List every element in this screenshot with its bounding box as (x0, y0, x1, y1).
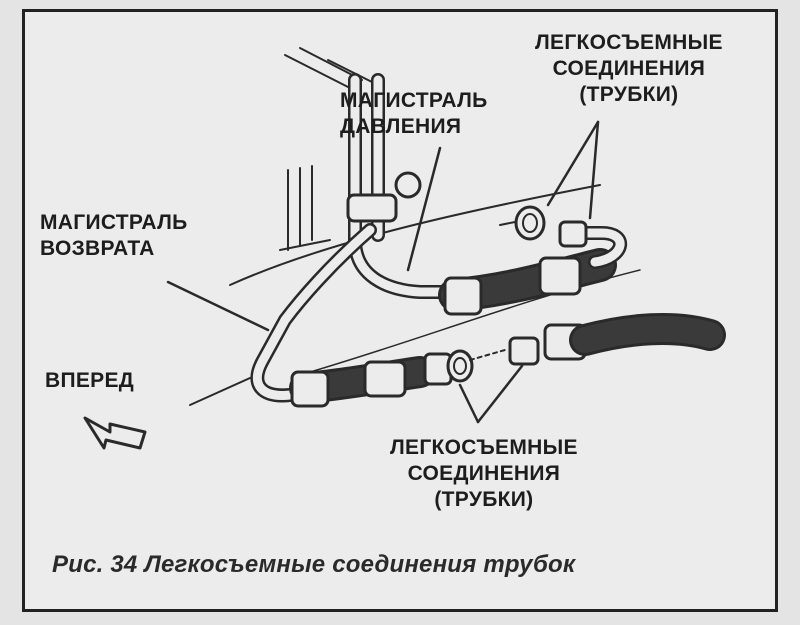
figure-frame (22, 9, 778, 612)
bracket-outline (287, 165, 313, 251)
leader-bottom-1 (458, 383, 480, 424)
bottom-quick-connector-1 (446, 349, 474, 383)
figure-caption: Рис. 34 Легкосъемные соединения трубок (52, 551, 576, 578)
top-quick-connector-2 (558, 220, 588, 248)
engine-outline (229, 184, 601, 286)
engine-edge (189, 377, 251, 406)
dashed-axis (469, 349, 506, 361)
clamp (346, 193, 398, 223)
label-top-connections: ЛЕГКОСЪЕМНЫЕ СОЕДИНЕНИЯ (ТРУБКИ) (535, 31, 723, 106)
label-bottom-connections: ЛЕГКОСЪЕМНЫЕ СОЕДИНЕНИЯ (ТРУБКИ) (390, 436, 578, 511)
upper-ferrule-2 (538, 256, 582, 296)
bracket-base (279, 239, 331, 251)
leader-return (166, 280, 270, 332)
label-pressure-line: МАГИСТРАЛЬ ДАВЛЕНИЯ (340, 89, 488, 138)
leader-top-2 (588, 120, 600, 220)
clamp-bolt (394, 171, 422, 199)
label-forward: ВПЕРЕД (45, 369, 135, 392)
bottom-quick-connector-2 (508, 336, 540, 366)
top-quick-connector-1 (514, 205, 546, 241)
forward-arrow-icon (83, 416, 147, 450)
lower-ferrule-2 (363, 360, 407, 398)
leader-bottom-2 (476, 364, 524, 424)
leader-top-1 (546, 120, 600, 207)
leader-pressure (406, 146, 442, 272)
lower-ferrule-1 (290, 370, 330, 408)
label-return-line: МАГИСТРАЛЬ ВОЗВРАТА (40, 211, 188, 260)
upper-ferrule-1 (443, 276, 483, 316)
